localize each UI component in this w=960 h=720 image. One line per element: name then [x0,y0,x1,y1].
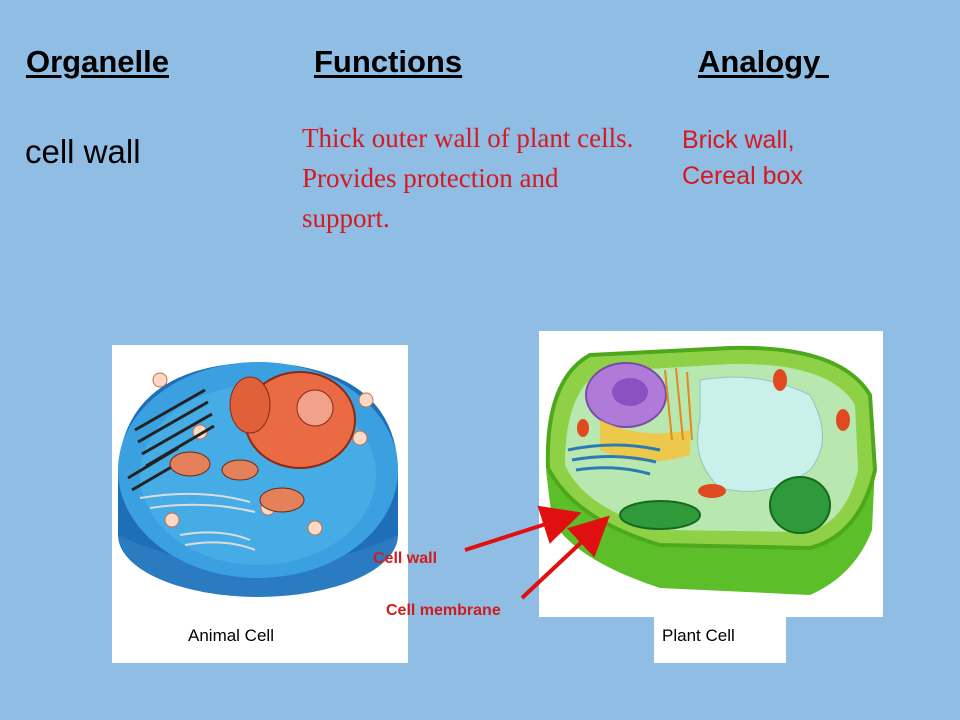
cell-wall-label: Cell wall [373,550,438,567]
organelle-name: cell wall [25,133,141,170]
header-functions: Functions [314,44,463,79]
analogy-line-2: Cereal box [682,162,803,190]
animal-cell-caption: Animal Cell [188,626,274,645]
header-organelle: Organelle [26,44,169,79]
plant-cell-illustration [545,345,878,595]
analogy-line-1: Brick wall, [682,126,795,154]
analogy-text: Brick wall, Cereal box [682,122,902,194]
function-text: Thick outer wall of plant cells. Provide… [302,123,634,233]
plant-caption-box [654,617,786,663]
cell-wall-arrow [464,505,582,552]
header-analogy: Analogy [698,44,829,79]
cell-membrane-label: Cell membrane [386,602,501,619]
plant-cell-caption: Plant Cell [662,626,735,645]
cell-membrane-arrow [520,515,610,600]
animal-cell-illustration [118,362,398,597]
